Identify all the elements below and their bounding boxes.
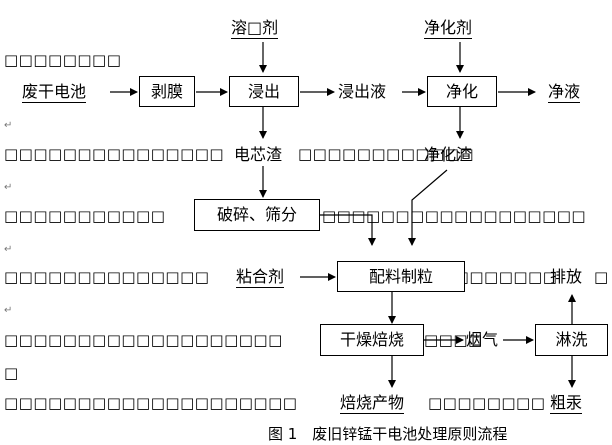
label-core-residue: 电芯渣 <box>234 145 283 164</box>
label-smoke: 烟气 <box>466 330 499 349</box>
box-dry: 干燥焙烧 <box>320 324 424 356</box>
label-leach-liquid: 浸出液 <box>338 82 387 101</box>
placeholder-row: □□□□□□□□□□□□□□□□□□□□ <box>4 394 298 412</box>
paragraph-mark: ↵ <box>4 182 13 193</box>
label-binder: 粘合剂 <box>236 267 285 288</box>
label-purifier: 净化剂 <box>424 18 473 39</box>
box-mix: 配料制粒 <box>337 261 465 292</box>
box-leach: 浸出 <box>229 76 299 107</box>
placeholder-row: □□□□□□□□□□□□□□□□□□ <box>322 207 587 225</box>
paragraph-mark: ↵ <box>4 244 13 255</box>
label-solvent: 溶□剂 <box>231 18 279 39</box>
label-clean-liquid: 净液 <box>548 82 581 103</box>
placeholder-row: □□□□□□□□□□□□□□□□□□□ <box>4 331 283 349</box>
box-crush: 破碎、筛分 <box>194 199 320 231</box>
placeholder-row: □ <box>4 364 19 382</box>
label-discharge: 排放 <box>550 267 583 286</box>
placeholder-row: □□□□□□□□□□□ <box>4 207 166 225</box>
placeholder-row: □□□□□□□□ <box>4 51 122 69</box>
placeholder-row: □□□□ <box>424 331 483 349</box>
figure-caption: 图 1 废旧锌锰干电池处理原则流程 <box>268 425 508 443</box>
label-purify-residue: 净化渣 <box>424 145 473 164</box>
arrow-crush-to-mix <box>320 214 376 246</box>
placeholder-row: □□□□□□□□ <box>440 268 558 286</box>
box-purify: 净化 <box>427 76 497 107</box>
placeholder-row: □□□□□□□□□□□□□□□ <box>4 145 225 163</box>
placeholder-row: □□□□□□□□□□□□□□ <box>4 268 210 286</box>
box-strip: 剥膜 <box>139 76 195 107</box>
arrow-residue-to-mix <box>408 169 448 246</box>
label-crude-mercury: 粗汞 <box>550 393 583 414</box>
box-wash: 淋洗 <box>535 324 608 356</box>
label-roast-product: 焙烧产物 <box>340 393 405 414</box>
label-waste-battery: 废干电池 <box>22 82 87 103</box>
placeholder-row: □□□□□□□□□□□□ <box>298 145 475 163</box>
placeholder-row: □ <box>594 268 609 286</box>
paragraph-mark: ↵ <box>4 120 13 131</box>
paragraph-mark: ↵ <box>4 305 13 316</box>
placeholder-row: □□□□□□□□ <box>428 394 546 412</box>
